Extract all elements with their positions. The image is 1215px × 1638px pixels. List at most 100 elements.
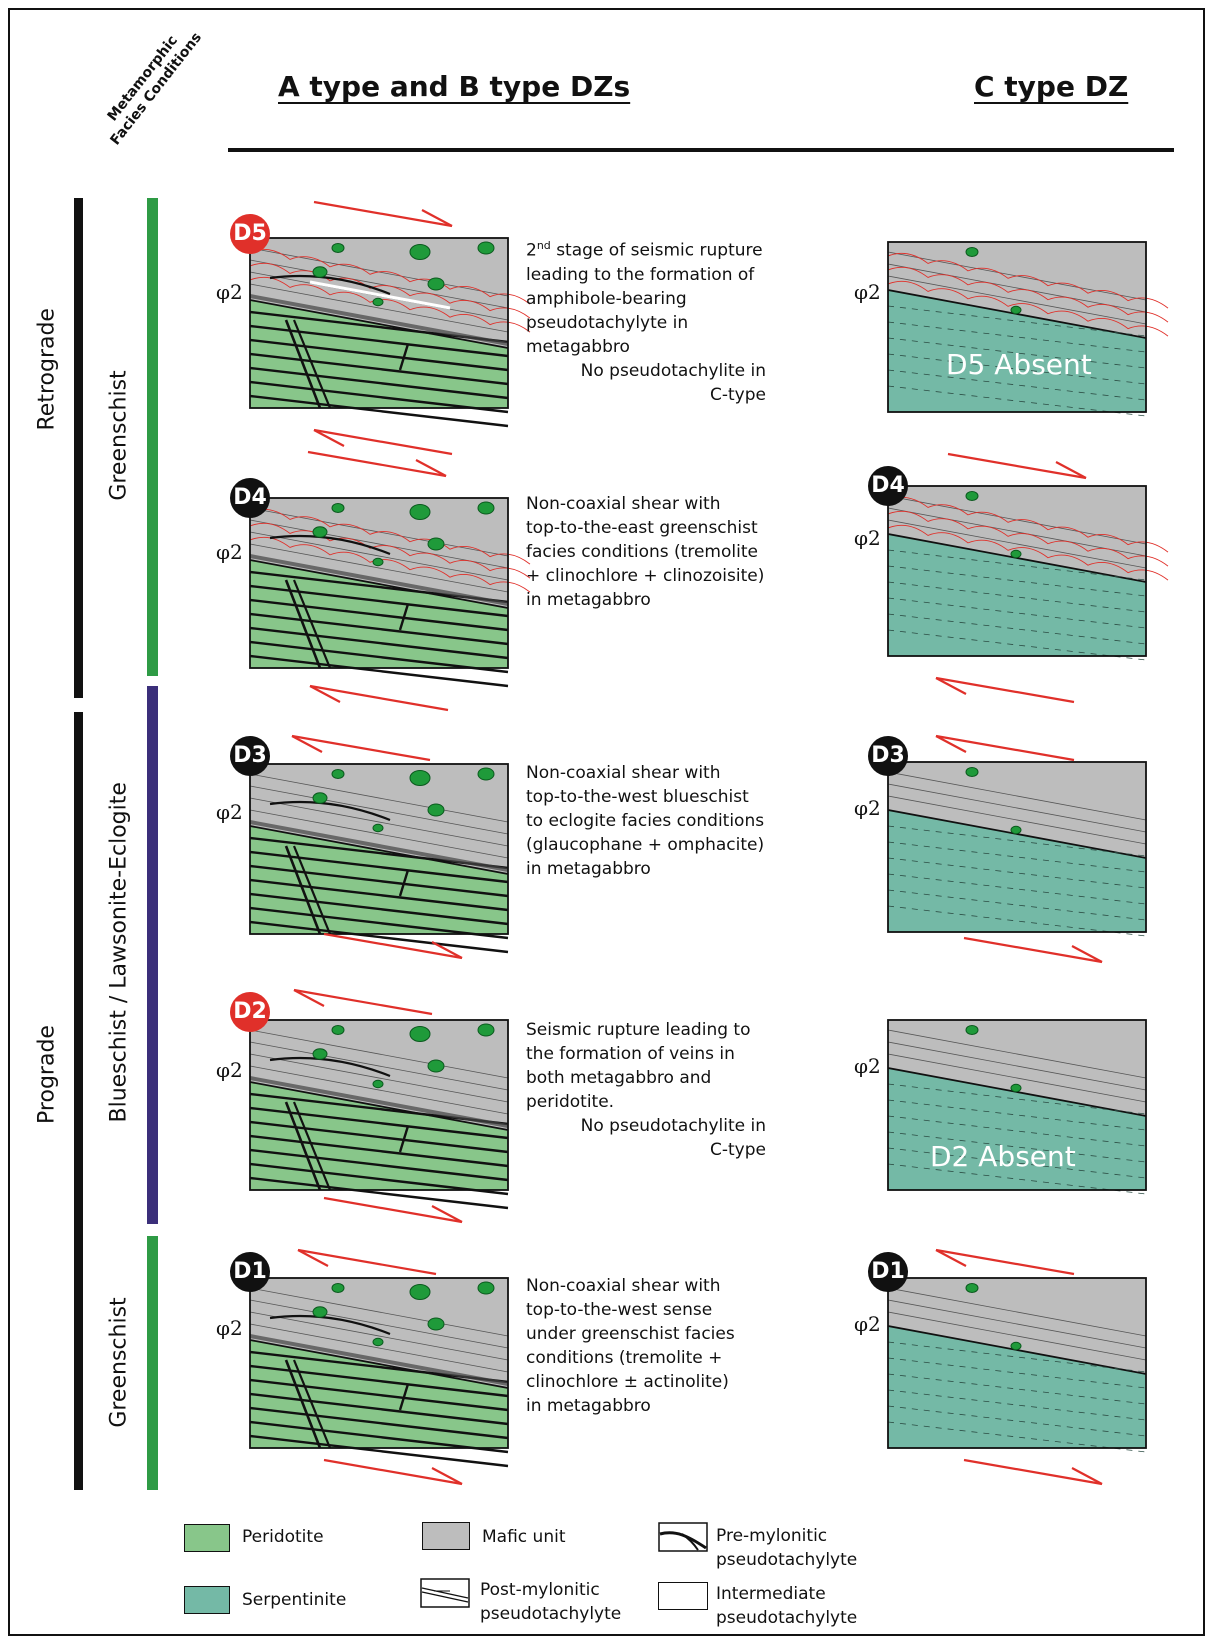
mafic-unit [888,1020,1146,1116]
d2-badge: D2 [230,992,270,1032]
garnet-clast [372,557,384,567]
shear-arrow-head [1071,945,1103,963]
garnet-clast [1010,305,1022,315]
mafic-foliation [249,1299,509,1349]
pre-mylonitic-vein [249,366,509,400]
mafic-vein [269,534,391,556]
mafic-foliation [249,773,509,823]
phi-label-c-d1: φ2 [854,1312,881,1336]
ab-d5-panel [249,237,531,428]
pre-mylonitic-vein [249,1434,509,1468]
panel-outline [887,241,1147,413]
mafic-foliation [887,1287,1147,1337]
mafic-vein [269,274,391,296]
legend-label-serpentinite: Serpentinite [242,1590,347,1610]
boundary-band [249,1076,509,1128]
shear-arrow-head [935,1249,967,1267]
mafic-foliation [249,531,509,581]
serpentinite-foliation [887,385,1147,417]
garnet-clast [331,1025,345,1035]
d4-description: Non-coaxial shear with top-to-the-east g… [526,494,765,610]
legend-swatch-intermediate [658,1582,708,1610]
panel-outline [249,497,509,669]
ab-d4-panel [249,497,531,688]
cross-cutting-vein [284,1359,322,1449]
retrograde-shear-band [887,524,1169,581]
pre-mylonitic-vein [249,850,509,884]
c-d4-top-arrow [947,452,1087,480]
mafic-foliation [249,1053,509,1103]
cross-cutting-vein [284,319,322,409]
pre-mylonitic-vein [249,1406,509,1440]
garnet-clast [965,491,979,501]
figure-frame [8,8,1205,1636]
pre-mylonitic-vein [249,864,509,898]
d5-absent-label: D5 Absent [946,348,1092,381]
c-d3-panel [887,761,1147,937]
serpentinite-foliation [887,597,1147,629]
serpentinite-foliation [887,1373,1147,1405]
mafic-foliation [887,783,1147,833]
pre-mylonitic-vein [249,1106,509,1140]
panel-outline [249,1019,509,1191]
shear-arrow-shaft [307,450,447,478]
c-d1-badge: D1 [868,1252,908,1292]
pre-mylonitic-vein [249,920,509,954]
panel-outline [887,1019,1147,1191]
cross-cutting-vein [292,1359,332,1449]
shear-arrow-shaft [323,1196,463,1224]
garnet-clast [427,537,445,551]
retrograde-shear-band [887,266,1169,323]
cross-cutting-vein [292,579,332,669]
c-d3-badge: D3 [868,736,908,776]
pre-mylonitic-vein [249,1120,509,1154]
pre-mylonitic-vein [249,380,509,414]
c-d3-top-arrow [935,734,1075,762]
c-d4-bottom-arrow [935,676,1075,704]
garnet-clast [427,803,445,817]
boundary-band [249,1334,509,1386]
serpentinite-foliation [887,905,1147,937]
mafic-foliation [887,507,1147,557]
retrograde-bar [74,198,83,698]
ab-d4-pair-lower-arrow [307,450,447,478]
shear-arrow-shaft [323,932,463,960]
serpentinite-foliation [887,337,1147,369]
garnet-clast [372,297,384,307]
shear-arrow-head [309,685,341,703]
shear-arrow-shaft [935,734,1075,762]
shear-arrow-head [297,1249,329,1267]
serpentinite-foliation [887,353,1147,385]
garnet-clast [312,1048,328,1060]
garnet-clast [1010,825,1022,835]
shear-arrow-shaft [947,452,1087,480]
pre-mylonitic-vein [249,654,509,688]
mafic-unit [250,498,508,608]
greenschist-bar-lower [147,1236,158,1490]
garnet-clast [409,504,431,520]
garnet-clast [312,526,328,538]
garnet-clast [427,1059,445,1073]
phi-label-c-d4: φ2 [854,526,881,550]
shear-arrow-shaft [963,936,1103,964]
retrograde-shear-band [887,280,1169,337]
garnet-clast [312,792,328,804]
pre-mylonitic-vein [249,1378,509,1412]
pre-mylonitic-vein [249,1176,509,1210]
serpentinite-foliation [887,565,1147,597]
pre-mylonitic-vein [249,878,509,912]
serpentinite-foliation [887,1083,1147,1115]
mafic-foliation [887,1041,1147,1091]
legend-label-peridotite: Peridotite [242,1527,324,1547]
mafic-foliation [249,283,509,333]
shear-arrow-shaft [323,1458,463,1486]
shear-arrow-head [293,989,325,1007]
garnet-clast [477,1281,495,1295]
d2-note-line2: C-type [710,1140,766,1160]
d1-badge: D1 [230,1252,270,1292]
retrograde-shear-band [887,510,1169,567]
ab-d5-top-arrow [313,200,453,228]
unit-boundary [249,1081,509,1131]
